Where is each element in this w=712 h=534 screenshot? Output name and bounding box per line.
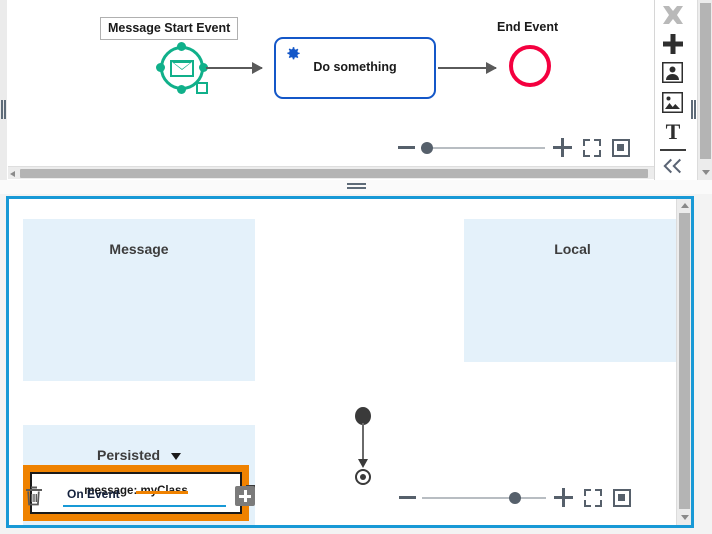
zoom-out-button[interactable] — [399, 496, 416, 499]
flow-arrowhead — [358, 459, 368, 468]
lane-message-title: Message — [109, 241, 169, 257]
resize-handle-east[interactable] — [199, 63, 208, 72]
flow-line — [362, 423, 364, 463]
scope-canvas[interactable]: Message Persisted Local message: myClass — [9, 199, 677, 525]
top-zoom-controls — [398, 138, 630, 157]
actual-size-icon[interactable] — [612, 138, 630, 157]
gear-icon — [283, 44, 302, 63]
right-splitter-grip[interactable] — [690, 100, 697, 119]
scroll-up-arrow[interactable] — [681, 203, 689, 208]
left-splitter-grip[interactable] — [0, 100, 7, 119]
lane-persisted-title: Persisted — [23, 447, 255, 463]
palette-toolbar: T — [654, 0, 690, 182]
resize-handle-west[interactable] — [156, 63, 165, 72]
scroll-down-arrow[interactable] — [681, 515, 689, 520]
end-event-node[interactable] — [509, 45, 551, 87]
initial-node[interactable] — [355, 407, 371, 425]
resize-handle-north[interactable] — [177, 42, 186, 51]
zoom-out-button[interactable] — [398, 146, 415, 149]
panel-splitter[interactable] — [0, 180, 712, 194]
envelope-icon — [170, 60, 194, 77]
collapsed-cross-icon[interactable] — [655, 0, 691, 29]
zoom-slider-thumb[interactable] — [421, 141, 434, 154]
scroll-thumb[interactable] — [700, 3, 711, 159]
scroll-thumb[interactable] — [20, 169, 648, 178]
bottom-vertical-scrollbar[interactable] — [676, 199, 691, 525]
splitter-grip[interactable] — [347, 183, 366, 190]
actual-size-icon[interactable] — [613, 488, 631, 507]
bpmn-canvas[interactable]: Message Start Event — [8, 0, 674, 166]
message-start-event[interactable] — [156, 42, 208, 94]
attach-handle[interactable] — [196, 82, 208, 94]
scroll-down-arrow[interactable] — [702, 170, 710, 175]
trash-icon[interactable] — [25, 486, 43, 506]
scroll-thumb[interactable] — [679, 213, 690, 509]
task-label: Do something — [313, 60, 397, 74]
svg-text:T: T — [665, 120, 680, 142]
text-icon[interactable]: T — [655, 117, 691, 146]
resize-handle-south[interactable] — [177, 85, 186, 94]
initial-to-final-flow[interactable] — [349, 407, 381, 487]
service-task-node[interactable]: Do something — [274, 37, 436, 99]
zoom-slider-thumb[interactable] — [509, 491, 521, 504]
properties-editor-panel: Message Persisted Local message: myClass — [6, 196, 694, 528]
toolbar-divider — [659, 148, 686, 151]
scroll-left-arrow[interactable] — [10, 171, 15, 177]
lane-message[interactable]: Message — [23, 219, 255, 381]
lane-local[interactable]: Local — [464, 219, 677, 362]
lane-local-title: Local — [554, 241, 591, 257]
lane-persisted-label: Persisted — [97, 447, 161, 463]
event-form-row — [25, 485, 255, 507]
final-node[interactable] — [355, 469, 371, 485]
start-event-label: Message Start Event — [100, 17, 239, 40]
right-rail — [690, 0, 697, 182]
add-cross-icon[interactable] — [655, 29, 691, 58]
image-icon[interactable] — [655, 88, 691, 117]
user-frame-icon[interactable] — [655, 58, 691, 87]
left-rail — [0, 0, 7, 182]
add-event-button[interactable] — [235, 486, 255, 506]
event-name-input[interactable] — [63, 485, 226, 507]
zoom-in-button[interactable] — [554, 488, 573, 507]
sequence-flow-1[interactable] — [206, 62, 263, 74]
collapse-panel-icon[interactable] — [655, 153, 691, 182]
sequence-flow-2[interactable] — [438, 62, 497, 74]
top-horizontal-scrollbar[interactable] — [8, 166, 654, 179]
zoom-slider-track[interactable] — [422, 491, 546, 504]
chevron-down-icon[interactable] — [170, 452, 181, 460]
zoom-slider-track[interactable] — [421, 141, 545, 154]
bottom-zoom-controls — [399, 488, 631, 507]
zoom-in-button[interactable] — [553, 138, 572, 157]
fit-screen-icon[interactable] — [584, 488, 602, 507]
bpmn-diagram-panel: Message Start Event — [0, 0, 712, 182]
top-vertical-scrollbar[interactable] — [697, 0, 712, 182]
end-event-label: End Event — [497, 20, 559, 34]
fit-screen-icon[interactable] — [583, 138, 601, 157]
